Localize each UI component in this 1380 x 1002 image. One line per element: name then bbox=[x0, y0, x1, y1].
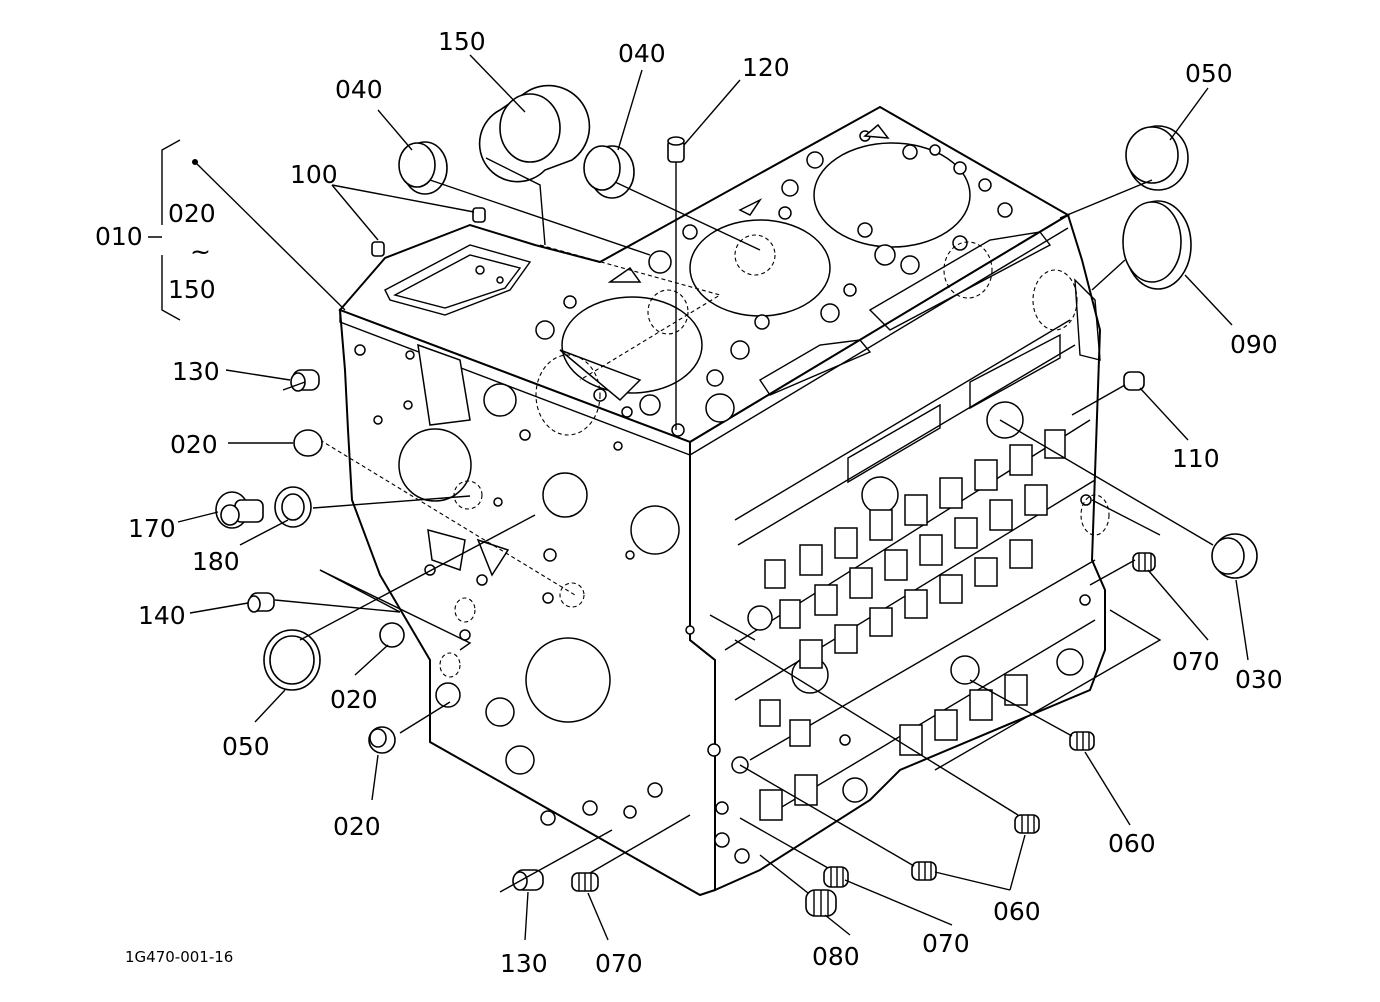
part-060-plug-bottom-a bbox=[1014, 814, 1040, 834]
deck-oil-gallery bbox=[868, 231, 1052, 331]
label-050-top: 050 bbox=[1185, 59, 1233, 88]
part-130-bushing-bottom bbox=[512, 869, 544, 891]
label-080: 080 bbox=[812, 942, 860, 971]
side-rail-1 bbox=[847, 403, 941, 484]
label-020-range-start: 020 bbox=[168, 199, 216, 228]
label-060-right: 060 bbox=[1108, 829, 1156, 858]
front-bore-lower bbox=[525, 637, 611, 723]
label-130-top: 130 bbox=[172, 357, 220, 386]
front-bore-upper bbox=[398, 428, 472, 502]
part-070-plug-right bbox=[1132, 552, 1156, 572]
label-090: 090 bbox=[1230, 330, 1278, 359]
part-170-bolt bbox=[215, 491, 264, 529]
deck-holes bbox=[384, 123, 1052, 437]
side-face-windows bbox=[759, 429, 1066, 821]
part-150-plug-top bbox=[478, 84, 591, 183]
top-plate-cover bbox=[384, 244, 532, 316]
label-010: 010 bbox=[95, 222, 143, 251]
bracket-010 bbox=[148, 139, 181, 321]
part-020-plug-a bbox=[293, 429, 323, 457]
leader-lines bbox=[148, 54, 1249, 941]
part-050-plug-right bbox=[1125, 125, 1189, 191]
exploded-parts bbox=[215, 84, 1258, 917]
label-060-bottom: 060 bbox=[993, 897, 1041, 926]
side-rail-2 bbox=[969, 333, 1061, 410]
part-020-plug-c bbox=[368, 726, 396, 754]
label-020-b: 020 bbox=[330, 685, 378, 714]
part-180-washer bbox=[274, 486, 312, 528]
part-120-pin bbox=[667, 136, 685, 163]
label-020-c: 020 bbox=[333, 812, 381, 841]
part-040-plug-top bbox=[583, 145, 635, 199]
part-060-plug-right bbox=[1069, 731, 1095, 751]
part-070-plug-bottom-mid bbox=[823, 866, 849, 888]
part-060-plug-bottom-b bbox=[911, 861, 937, 881]
part-040-plug-left bbox=[398, 141, 448, 195]
label-110: 110 bbox=[1172, 444, 1220, 473]
part-110-pin bbox=[1123, 371, 1145, 391]
label-140: 140 bbox=[138, 601, 186, 630]
oil-passage bbox=[559, 349, 642, 402]
label-130-bottom: 130 bbox=[500, 949, 548, 978]
figure-code: 1G470-001-16 bbox=[125, 948, 233, 966]
front-upper-window bbox=[417, 343, 471, 426]
label-120: 120 bbox=[742, 53, 790, 82]
label-040-top: 040 bbox=[618, 39, 666, 68]
label-070-right: 070 bbox=[1172, 647, 1220, 676]
label-150-range-end: 150 bbox=[168, 275, 216, 304]
label-030: 030 bbox=[1235, 665, 1283, 694]
part-100-pins bbox=[371, 207, 486, 257]
part-130-bushing-top bbox=[290, 369, 320, 392]
cylinder-bore-3 bbox=[813, 142, 971, 248]
part-050-seal-left bbox=[263, 629, 321, 691]
part-030-bushing bbox=[1211, 533, 1258, 579]
hidden-lines bbox=[319, 234, 1110, 678]
label-040-left: 040 bbox=[335, 75, 383, 104]
label-050-left: 050 bbox=[222, 732, 270, 761]
label-range-tilde: ~ bbox=[190, 237, 211, 266]
part-140-bushing bbox=[247, 592, 275, 613]
cylinder-bore-2 bbox=[689, 219, 831, 317]
part-080-plug bbox=[805, 889, 837, 917]
label-070-bottom-mid: 070 bbox=[922, 929, 970, 958]
part-070-plug-bottom-left bbox=[571, 872, 599, 892]
label-020-a: 020 bbox=[170, 430, 218, 459]
part-020-plug-b bbox=[379, 622, 405, 648]
label-180: 180 bbox=[192, 547, 240, 576]
label-100: 100 bbox=[290, 160, 338, 189]
label-170: 170 bbox=[128, 514, 176, 543]
label-150-top: 150 bbox=[438, 27, 486, 56]
label-070-bottom-left: 070 bbox=[595, 949, 643, 978]
part-labels: 010 020 ~ 150 150 040 120 050 040 100 09… bbox=[95, 27, 1283, 978]
front-face-features bbox=[354, 343, 695, 826]
part-090-plug bbox=[1122, 200, 1192, 290]
